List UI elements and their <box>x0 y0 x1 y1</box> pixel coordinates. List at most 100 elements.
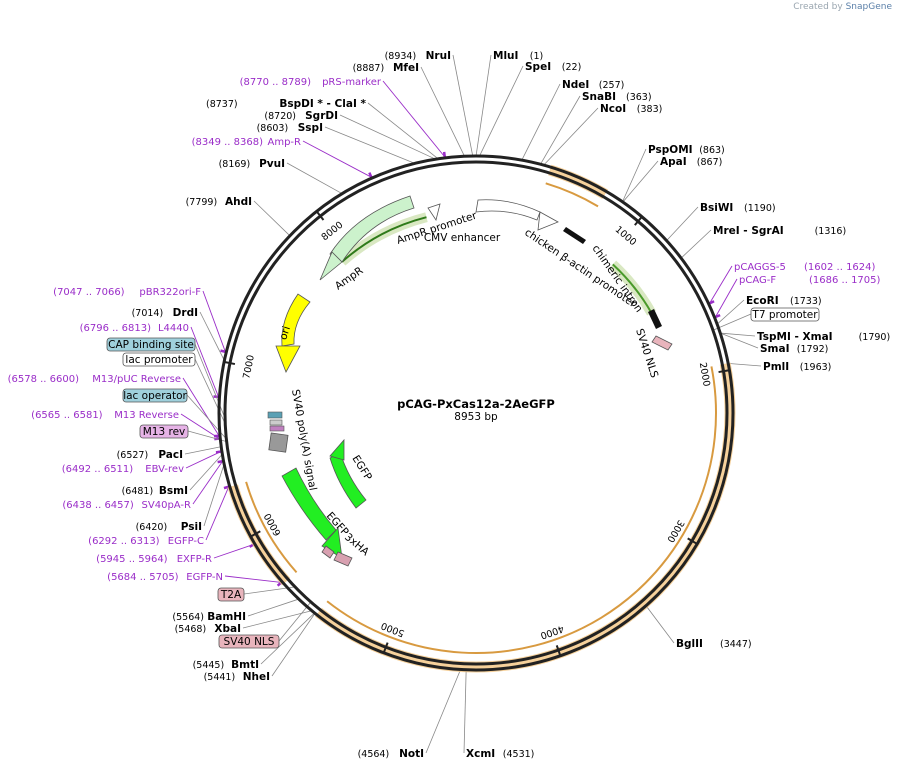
restriction-site-position: (8169) <box>219 159 251 170</box>
restriction-site-name: BamHI <box>207 611 246 623</box>
site-leader-line <box>287 163 341 193</box>
restriction-site-position: (3447) <box>720 639 752 650</box>
feature-box-label: M13 rev <box>143 426 186 438</box>
primer-position: (6292 .. 6313) <box>88 536 160 547</box>
restriction-site-position: (6481) <box>122 486 154 497</box>
restriction-site-name: SnaBI <box>582 91 616 103</box>
restriction-site-position: (1316) <box>815 226 847 237</box>
center-title: pCAG-PxCas12a-2AeGFP 8953 bp <box>397 397 555 423</box>
restriction-site-name: BsmI <box>159 485 188 497</box>
restriction-site-position: (4531) <box>503 749 535 760</box>
feature-box-label: lac promoter <box>125 354 193 366</box>
site-leader-line <box>667 207 698 240</box>
tick-label: 1000 <box>613 224 639 248</box>
restriction-site-name: NcoI <box>600 103 626 115</box>
site-leader-line <box>185 447 220 454</box>
primer-name: EBV-rev <box>145 464 184 475</box>
restriction-site-name: XcmI <box>466 748 495 760</box>
restriction-site-position: (8934) <box>385 51 417 62</box>
restriction-site-name: PmlI <box>763 361 789 373</box>
site-leader-line <box>718 300 744 323</box>
restriction-site-name: SpeI <box>525 61 551 73</box>
site-leader-line <box>248 599 298 616</box>
primer-name: pRS-marker <box>322 77 382 88</box>
site-leader-line <box>545 108 598 164</box>
plasmid-size: 8953 bp <box>454 411 498 423</box>
tick-label: 2000 <box>697 362 712 388</box>
restriction-site-name: MfeI <box>393 62 419 74</box>
sv40-nls-marker <box>652 336 672 350</box>
restriction-site-name: MluI <box>493 50 518 62</box>
restriction-site-position: (7799) <box>186 197 218 208</box>
cmv-enhancer-arrowhead <box>538 212 558 230</box>
restriction-site-name: MreI - SgrAI <box>713 225 784 237</box>
restriction-site-position: (7014) <box>132 308 164 319</box>
restriction-site-position: (257) <box>599 80 625 91</box>
inner-feature-label: AmpR <box>333 265 366 293</box>
restriction-site-name: PsiI <box>181 521 202 533</box>
primer-name: EXFP-R <box>177 554 212 565</box>
primer-position: (8349 .. 8368) <box>192 137 264 148</box>
tick-label: 5000 <box>380 620 407 639</box>
tick-label: 6000 <box>262 511 283 537</box>
restriction-site-position: (1790) <box>859 332 891 343</box>
restriction-site-name: BsiWI <box>700 202 733 214</box>
restriction-site-name: ApaI <box>660 156 687 168</box>
inner-feature-label: SV40 NLS <box>633 327 660 379</box>
restriction-site-position: (22) <box>562 62 582 73</box>
restriction-site-name: BmtI <box>231 659 259 671</box>
ampr-promoter-shape <box>428 204 440 220</box>
lac-promoter-marker <box>270 420 282 425</box>
feature-box-label: lac operator <box>123 390 187 402</box>
restriction-site-name: XbaI <box>214 623 241 635</box>
sv40-nls-bar <box>648 309 662 329</box>
primer-name: SV40pA-R <box>142 500 191 511</box>
credit-watermark: Created by SnapGene <box>793 2 892 12</box>
primer-name: pBR322ori-F <box>139 287 201 298</box>
site-leader-line <box>453 55 473 155</box>
restriction-site-name: EcoRI <box>746 295 779 307</box>
restriction-site-name: PacI <box>158 449 183 461</box>
primer-name: EGFP-C <box>168 536 204 547</box>
restriction-site-position: (863) <box>699 145 725 156</box>
tick-label: 7000 <box>241 354 257 380</box>
sv40-polya-box <box>269 433 288 452</box>
primer-position: (6796 .. 6813) <box>80 323 152 334</box>
inner-features <box>268 196 672 566</box>
3xha-shape <box>334 552 352 566</box>
site-leader-line <box>623 149 646 201</box>
site-leader-line <box>729 363 761 366</box>
snapgene-brand: SnapGene <box>846 2 892 12</box>
cmv-enhancer-shape <box>476 200 540 220</box>
restriction-site-position: (1733) <box>790 296 822 307</box>
site-leader-line <box>243 611 311 628</box>
site-leader-line <box>200 312 224 359</box>
feature-leader-line <box>187 395 227 440</box>
restriction-site-position: (8720) <box>264 111 296 122</box>
restriction-site-name: NheI <box>243 671 270 683</box>
restriction-site-name: BglII <box>676 638 703 650</box>
credit-prefix: Created by <box>793 2 843 12</box>
restriction-site-name: AhdI <box>225 196 252 208</box>
feature-box-label: CAP binding site <box>108 339 194 351</box>
site-leader-line <box>476 55 491 155</box>
restriction-site-position: (1963) <box>800 362 832 373</box>
restriction-site-position: (4564) <box>358 749 390 760</box>
restriction-site-name: PvuI <box>259 158 285 170</box>
site-leader-line <box>480 66 523 155</box>
feature-box-label: T7 promoter <box>751 309 818 321</box>
primer-name: L4440 <box>158 323 189 334</box>
restriction-site-position: (6527) <box>117 450 149 461</box>
primer-leader-line <box>225 576 281 582</box>
primer-leader-line <box>715 279 737 317</box>
restriction-site-name: SspI <box>298 122 323 134</box>
primer-name: M13/pUC Reverse <box>92 374 181 385</box>
restriction-site-name: NdeI <box>562 79 589 91</box>
primer-position: (6565 .. 6581) <box>31 410 103 421</box>
restriction-site-position: (867) <box>697 157 723 168</box>
primer-position: (1602 .. 1624) <box>804 262 876 273</box>
restriction-site-name: SgrDI <box>305 110 338 122</box>
restriction-site-position: (8603) <box>257 123 289 134</box>
primer-position: (6578 .. 6600) <box>8 374 80 385</box>
feature-box-label: T2A <box>220 589 242 601</box>
